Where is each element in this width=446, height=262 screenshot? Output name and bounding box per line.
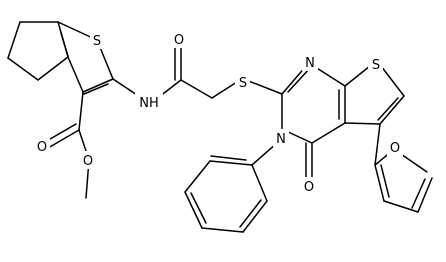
bond	[245, 79, 283, 95]
bond	[78, 91, 84, 131]
bond	[47, 129, 80, 149]
thioether-sulfur: S	[235, 73, 250, 91]
bond	[374, 123, 381, 166]
pyrimidinone-carbonyl-oxygen: O	[301, 177, 317, 195]
svg-text:NH: NH	[139, 96, 159, 111]
carbonyl-oxygen-amide: O	[171, 30, 187, 48]
svg-text:O: O	[174, 33, 184, 48]
svg-text:N: N	[276, 132, 286, 147]
bond	[251, 142, 278, 166]
svg-text:O: O	[83, 154, 93, 169]
bond	[37, 56, 69, 81]
furan-oxygen: O	[387, 138, 403, 156]
bond	[67, 56, 84, 93]
bond	[379, 95, 405, 125]
bond	[383, 200, 419, 213]
bond	[180, 79, 213, 99]
bond	[7, 21, 21, 59]
svg-text:O: O	[304, 180, 314, 195]
bond	[344, 122, 381, 125]
bond	[380, 65, 405, 97]
svg-text:N: N	[305, 56, 315, 71]
ester-carbonyl-oxygen: O	[34, 137, 50, 155]
bond	[210, 155, 247, 161]
sulfur-atom-thiophene-right: S	[368, 55, 383, 73]
bond	[209, 160, 253, 166]
bond	[344, 65, 371, 87]
pyrimidine-nitrogen-top: N	[302, 53, 318, 71]
sulfur-atom-thiophene-left: S	[90, 31, 105, 49]
ester-oxygen: O	[80, 151, 96, 169]
bond	[201, 227, 244, 233]
bond-lines	[7, 21, 433, 233]
bond	[184, 191, 203, 229]
bond	[380, 164, 390, 198]
pyrimidine-nitrogen-bottom: N	[273, 129, 289, 147]
bond	[311, 122, 346, 144]
bond	[82, 78, 114, 93]
bond	[184, 160, 211, 193]
bond	[417, 177, 433, 213]
bond	[83, 83, 109, 95]
bond	[7, 57, 39, 81]
svg-text:S: S	[93, 34, 101, 49]
bond	[374, 164, 385, 202]
svg-text:O: O	[37, 140, 47, 155]
bond	[251, 164, 268, 202]
bond	[285, 130, 313, 144]
bond	[44, 123, 77, 143]
bond	[190, 192, 207, 224]
svg-text:S: S	[372, 58, 380, 73]
bond	[377, 97, 399, 121]
atom-labels: S O NH S N S O O	[34, 30, 403, 195]
bond	[287, 67, 311, 93]
bond	[242, 200, 268, 233]
amide-nitrogen: NH	[135, 93, 163, 111]
svg-text:O: O	[390, 141, 400, 156]
bond	[411, 178, 426, 209]
bond	[60, 32, 69, 57]
bond	[239, 199, 262, 228]
svg-text:S: S	[239, 76, 247, 91]
